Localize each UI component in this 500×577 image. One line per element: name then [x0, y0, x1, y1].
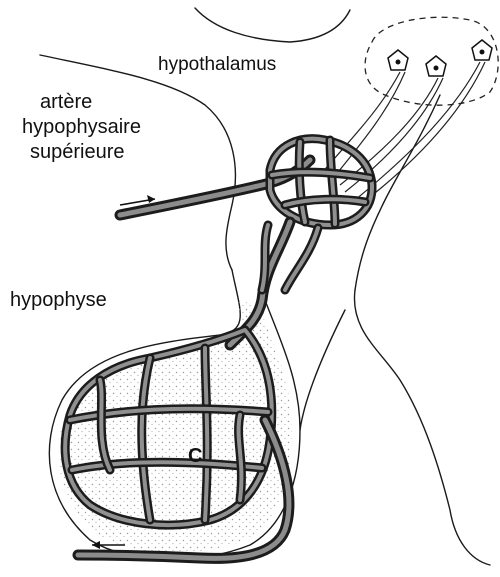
posterior-lobe-outline: [354, 290, 490, 565]
label-artery-line1: artère: [40, 91, 92, 113]
label-hypophysis: hypophyse: [10, 289, 107, 311]
neuron-cell-icon: [388, 50, 408, 70]
anterior-lobe-stipple: [59, 300, 292, 553]
posterior-lobe-inner: [300, 310, 345, 430]
label-artery-line2: hypophysaire: [22, 116, 141, 138]
neuron-cell-icon: [472, 40, 492, 60]
label-hypothalamus: hypothalamus: [158, 54, 276, 75]
label-artery-line3: supérieure: [30, 141, 125, 163]
neuron-cell-icon: [426, 56, 446, 76]
label-capillary-c: C: [188, 445, 202, 467]
brain-outline-top: [195, 8, 350, 42]
neuron-axons: [320, 62, 485, 205]
